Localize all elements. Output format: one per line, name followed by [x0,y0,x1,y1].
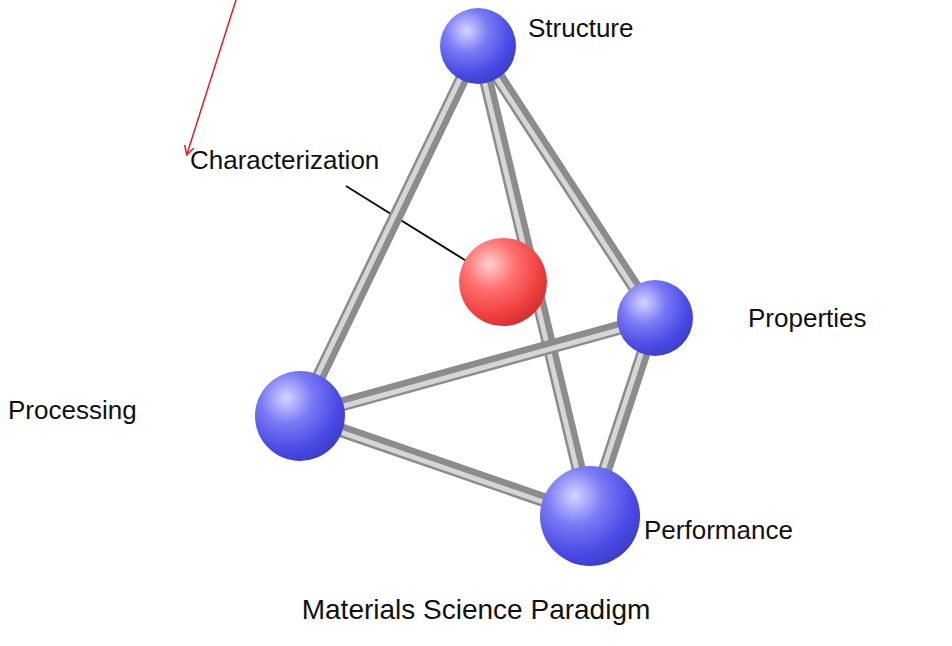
rod-highlight [317,78,461,377]
red-arrow [187,0,236,154]
rod-highlight [340,432,544,502]
rod-connector [340,430,545,502]
node-label: Properties [748,304,867,334]
characterization-sphere: Characterization [459,238,547,326]
rod-highlight [603,352,642,470]
rod-connector [603,352,644,471]
node-label: Processing [8,396,137,426]
rod-connector [341,328,620,407]
paradigm-sphere: Performance [540,466,640,566]
node-label: Performance [644,516,793,546]
rod-highlight [342,330,621,407]
figure-caption: Materials Science Paradigm [0,594,952,626]
paradigm-sphere: Processing [255,371,345,461]
paradigm-sphere: Properties [617,280,693,356]
node-label: Characterization [190,146,379,176]
paradigm-sphere: Structure [440,8,516,84]
node-label: Structure [528,14,634,44]
rod-connector [317,78,463,378]
